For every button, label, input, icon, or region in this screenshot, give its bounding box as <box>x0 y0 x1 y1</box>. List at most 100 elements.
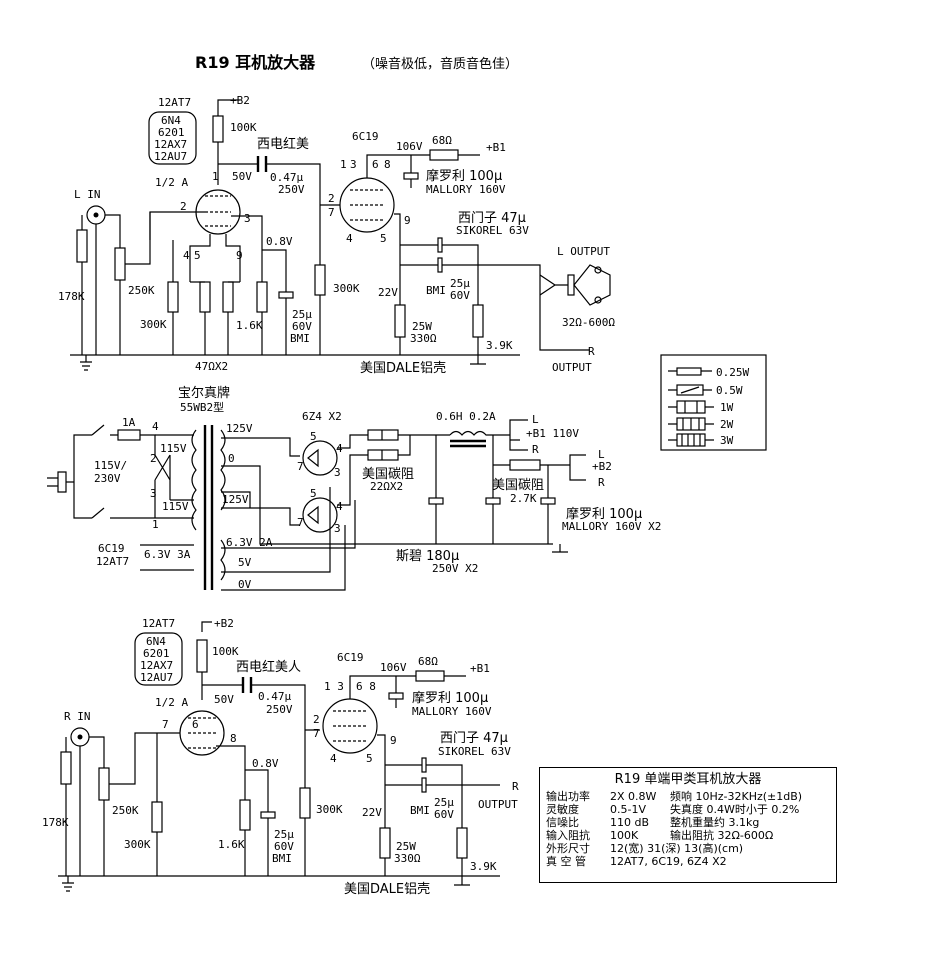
top-output-label: L OUTPUT <box>557 245 610 258</box>
top-39k-resistor <box>472 304 484 338</box>
b1-output-label: +B1 110V <box>526 427 579 440</box>
wire <box>202 684 320 788</box>
bottom-cathode-cap-label: 25μ <box>274 828 294 841</box>
pin-label: 8 <box>384 158 391 171</box>
secondary-label: 5V <box>238 556 252 569</box>
heater-voltage: 6.3V 3A <box>144 548 191 561</box>
legend-box <box>660 354 767 451</box>
legend-label: 3W <box>720 434 734 447</box>
top-39k-label: 3.9K <box>486 339 513 352</box>
bottom-b1-label: +B1 <box>470 662 490 675</box>
bottom-sikorel-cap <box>421 757 427 773</box>
bottom-plate-resistor-label: 100K <box>212 645 239 658</box>
wire <box>81 214 121 355</box>
wire <box>218 163 321 265</box>
top-heater-resistor-label: 47ΩX2 <box>195 360 228 373</box>
spec-cell: 信噪比 <box>546 816 579 829</box>
mallory2-label: 摩罗利 100μ <box>566 506 642 522</box>
top-plate-resistor <box>212 115 224 143</box>
pin-label: 8 <box>230 732 237 745</box>
transformer-winding <box>191 429 197 531</box>
bottom-330-label: 25W <box>396 840 416 853</box>
bottom-channel: 12AT7 6N4 6201 12AX7 12AU7 1/2 A +B2 100… <box>42 617 519 897</box>
wire <box>261 242 287 355</box>
bottom-grid2-resistor <box>299 787 311 819</box>
top-cathode-cap-label: BMI <box>290 332 310 345</box>
b2-output-label: +B2 <box>592 460 612 473</box>
filter-cap-label: 斯碧 180μ <box>396 549 459 564</box>
pin-label: 6 <box>372 158 379 171</box>
pin-label: 5 <box>310 430 317 443</box>
spec-cell: 外形尺寸 <box>546 842 590 855</box>
top-cathode-cap <box>278 291 294 299</box>
bottom-volume-pot <box>98 767 110 801</box>
pin-label: 3 <box>350 158 357 171</box>
bottom-out-label: OUTPUT <box>478 798 518 811</box>
pin-label: 6 <box>192 718 199 731</box>
pin-label: 9 <box>404 214 411 227</box>
wire <box>668 418 714 430</box>
top-cathode-cap-label: 60V <box>292 320 312 333</box>
top-bmi-label: 25μ <box>450 277 470 290</box>
rectifier-tube-1 <box>302 440 338 476</box>
pin-label: 3 <box>334 522 341 535</box>
mains-label: 230V <box>94 472 121 485</box>
mains-label: 115V/ <box>94 459 127 472</box>
top-r-out-label: R <box>588 345 595 358</box>
b2-resistor <box>509 459 541 471</box>
transformer-brand: 宝尔真牌 <box>178 385 230 401</box>
bottom-mallory-label: MALLORY 160V <box>412 705 492 718</box>
top-sikorel-cap <box>437 237 443 253</box>
secondary-label: 0 <box>228 452 235 465</box>
pin-label: 3 <box>244 212 251 225</box>
bottom-cap-name: 西电红美人 <box>236 659 301 675</box>
bottom-tube1-half: 1/2 A <box>155 696 188 709</box>
spec-cell: 真 空 管 <box>546 855 586 868</box>
jack-dot <box>594 296 602 304</box>
wire <box>319 204 340 355</box>
bottom-plate2-voltage: 106V <box>380 661 407 674</box>
pin-label: 4 <box>346 232 353 245</box>
pin-label: 4 <box>152 420 159 433</box>
spec-cell: 100K <box>610 829 639 842</box>
legend-symbol <box>676 433 706 447</box>
psu-ground-bus <box>259 475 553 545</box>
secondary-label: 0V <box>238 578 252 591</box>
jack-dot <box>77 734 83 740</box>
top-mallory-cap <box>403 172 419 180</box>
top-impedance-label: 32Ω-600Ω <box>562 316 615 329</box>
ground-icon <box>552 544 568 553</box>
pin-label: 9 <box>236 249 243 262</box>
pin-label: 1 3 <box>324 680 344 693</box>
wire <box>668 386 712 394</box>
top-bmi-cap <box>437 257 443 273</box>
output-label: L <box>598 448 605 461</box>
output-label: L <box>532 413 539 426</box>
filter-cap-label: 250V X2 <box>432 562 478 575</box>
ground-icon <box>470 355 486 365</box>
bottom-330-label: 330Ω <box>394 852 421 865</box>
top-headphone-plug <box>573 264 611 306</box>
bottom-grid2-resistor-label: 300K <box>316 803 343 816</box>
top-input-resistor-label: 178K <box>58 290 85 303</box>
bottom-alt-tube-box <box>134 632 183 686</box>
bottom-alt-tube: 12AU7 <box>140 671 173 684</box>
bottom-cathode-resistor <box>239 799 251 831</box>
top-tube1-half: 1/2 A <box>155 176 188 189</box>
top-r-out-label: OUTPUT <box>552 361 592 374</box>
power-supply: 宝尔真牌 55WB2型 1A 115V/ 230V 4 2 3 1 115V 1… <box>47 385 661 591</box>
primary-voltage: 115V <box>160 442 187 455</box>
pin-label: 7 <box>313 727 320 740</box>
legend-label: 0.25W <box>716 366 749 379</box>
bottom-grid-resistor <box>151 801 163 833</box>
top-330-resistor <box>394 304 406 338</box>
pin-label: 1 <box>152 518 159 531</box>
bottom-chassis-label: 美国DALE铝壳 <box>344 882 430 897</box>
top-cathode2-voltage: 22V <box>378 286 398 299</box>
pin-label: 2 <box>313 713 320 726</box>
primary-voltage: 115V <box>162 500 189 513</box>
